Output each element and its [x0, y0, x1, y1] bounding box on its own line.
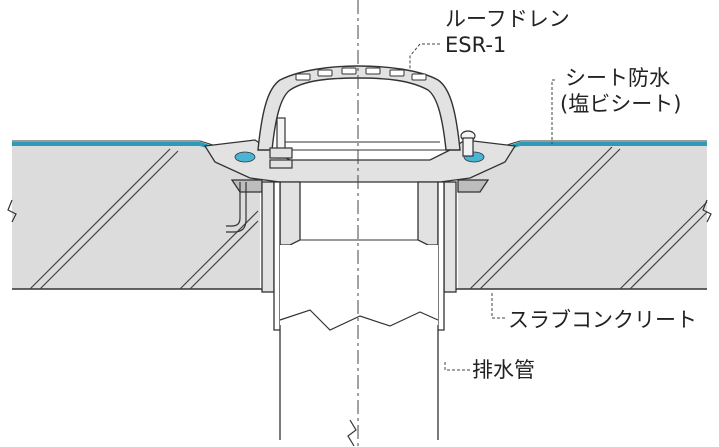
slab-label: スラブコンクリート	[508, 308, 697, 332]
drain-pipe-label: 排水管	[472, 358, 535, 382]
anchor-hook	[226, 182, 247, 233]
slab-break-marks	[7, 199, 712, 223]
leader-lines	[409, 43, 555, 371]
drain-pipe	[261, 181, 457, 440]
pipe-break-mark	[347, 419, 357, 447]
waterproof-label: シート防水	[565, 66, 670, 90]
slab-right	[455, 144, 707, 290]
waterproof-sub-label: (塩ビシート)	[560, 92, 682, 116]
bolt-left	[269, 117, 293, 169]
drain-strainer-dome	[257, 65, 461, 151]
drain-outlet	[279, 181, 439, 246]
model-label: ESR-1	[445, 33, 507, 57]
roof-drain-label: ルーフドレン	[445, 7, 570, 31]
bolt-right	[460, 130, 476, 157]
